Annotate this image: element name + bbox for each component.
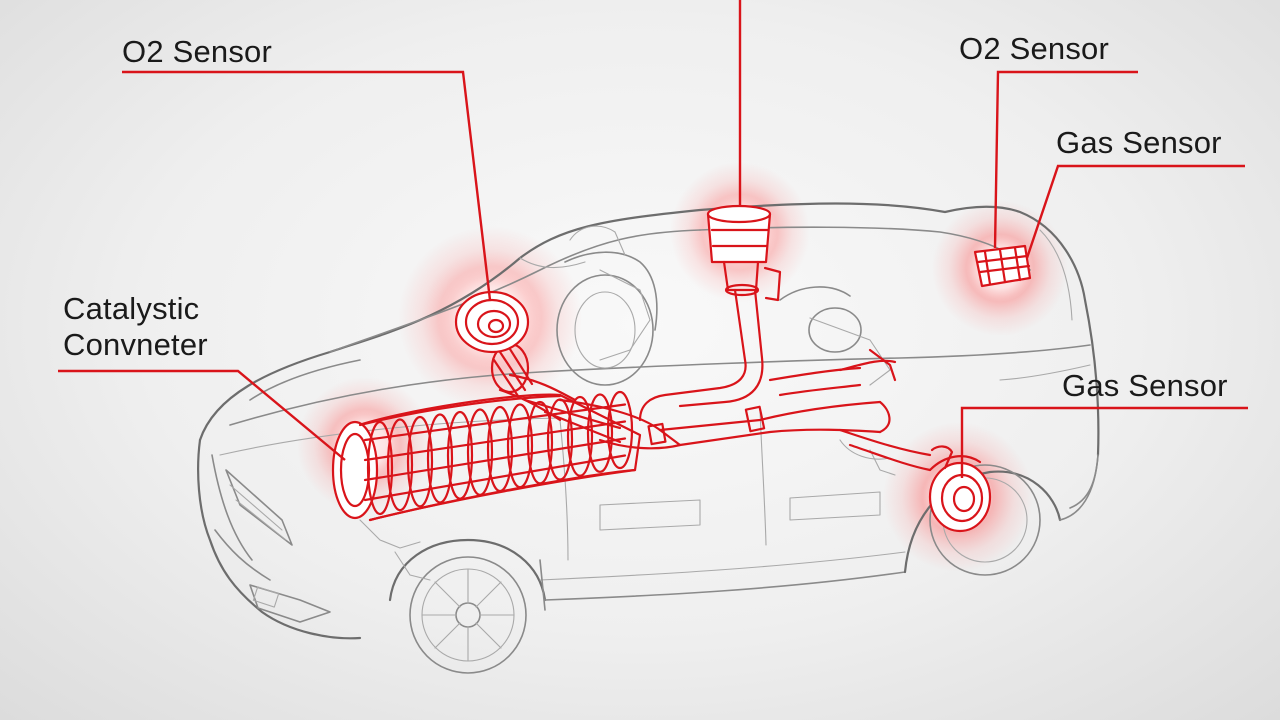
converter-seam <box>363 437 627 482</box>
intake-canister-icon <box>706 204 782 302</box>
converter-rib <box>586 393 614 473</box>
o2-sensor-right-icon <box>973 244 1032 288</box>
converter-rib <box>606 390 634 470</box>
converter-rib <box>526 400 554 485</box>
converter-seam <box>363 420 627 462</box>
converter-seam <box>363 403 627 442</box>
leader-gas-top <box>1025 164 1245 259</box>
converter-rib <box>426 413 454 504</box>
converter-rib <box>366 420 394 516</box>
pipe-main-lower <box>598 428 882 450</box>
pipe-riser <box>638 288 747 422</box>
leader-lines <box>58 0 1248 478</box>
label-o2-sensor-right: O2 Sensor <box>959 31 1109 66</box>
converter-seam <box>363 454 627 502</box>
leader-gas-bottom <box>960 406 1248 478</box>
leader-catalytic <box>58 369 346 461</box>
label-gas-sensor-top: Gas Sensor <box>1056 125 1222 160</box>
converter-rib <box>566 395 594 477</box>
catalytic-converter <box>331 390 642 522</box>
converter-rib <box>486 405 514 493</box>
label-gas-sensor-bottom: Gas Sensor <box>1062 368 1228 403</box>
pipe-main-upper <box>558 398 882 432</box>
converter-rib <box>446 410 474 500</box>
leader-o2-right <box>993 70 1138 249</box>
label-o2-sensor-left: O2 Sensor <box>122 34 272 69</box>
o2-sensor-left-icon <box>454 290 530 354</box>
converter-rib <box>506 403 534 489</box>
converter-rib <box>406 415 434 508</box>
converter-rib <box>466 408 494 496</box>
exhaust-system <box>331 288 932 522</box>
label-catalytic-converter: Catalystic Convneter <box>63 291 208 362</box>
leader-o2-left <box>122 70 492 301</box>
car-outline <box>197 202 1100 674</box>
converter-rib <box>386 418 414 512</box>
